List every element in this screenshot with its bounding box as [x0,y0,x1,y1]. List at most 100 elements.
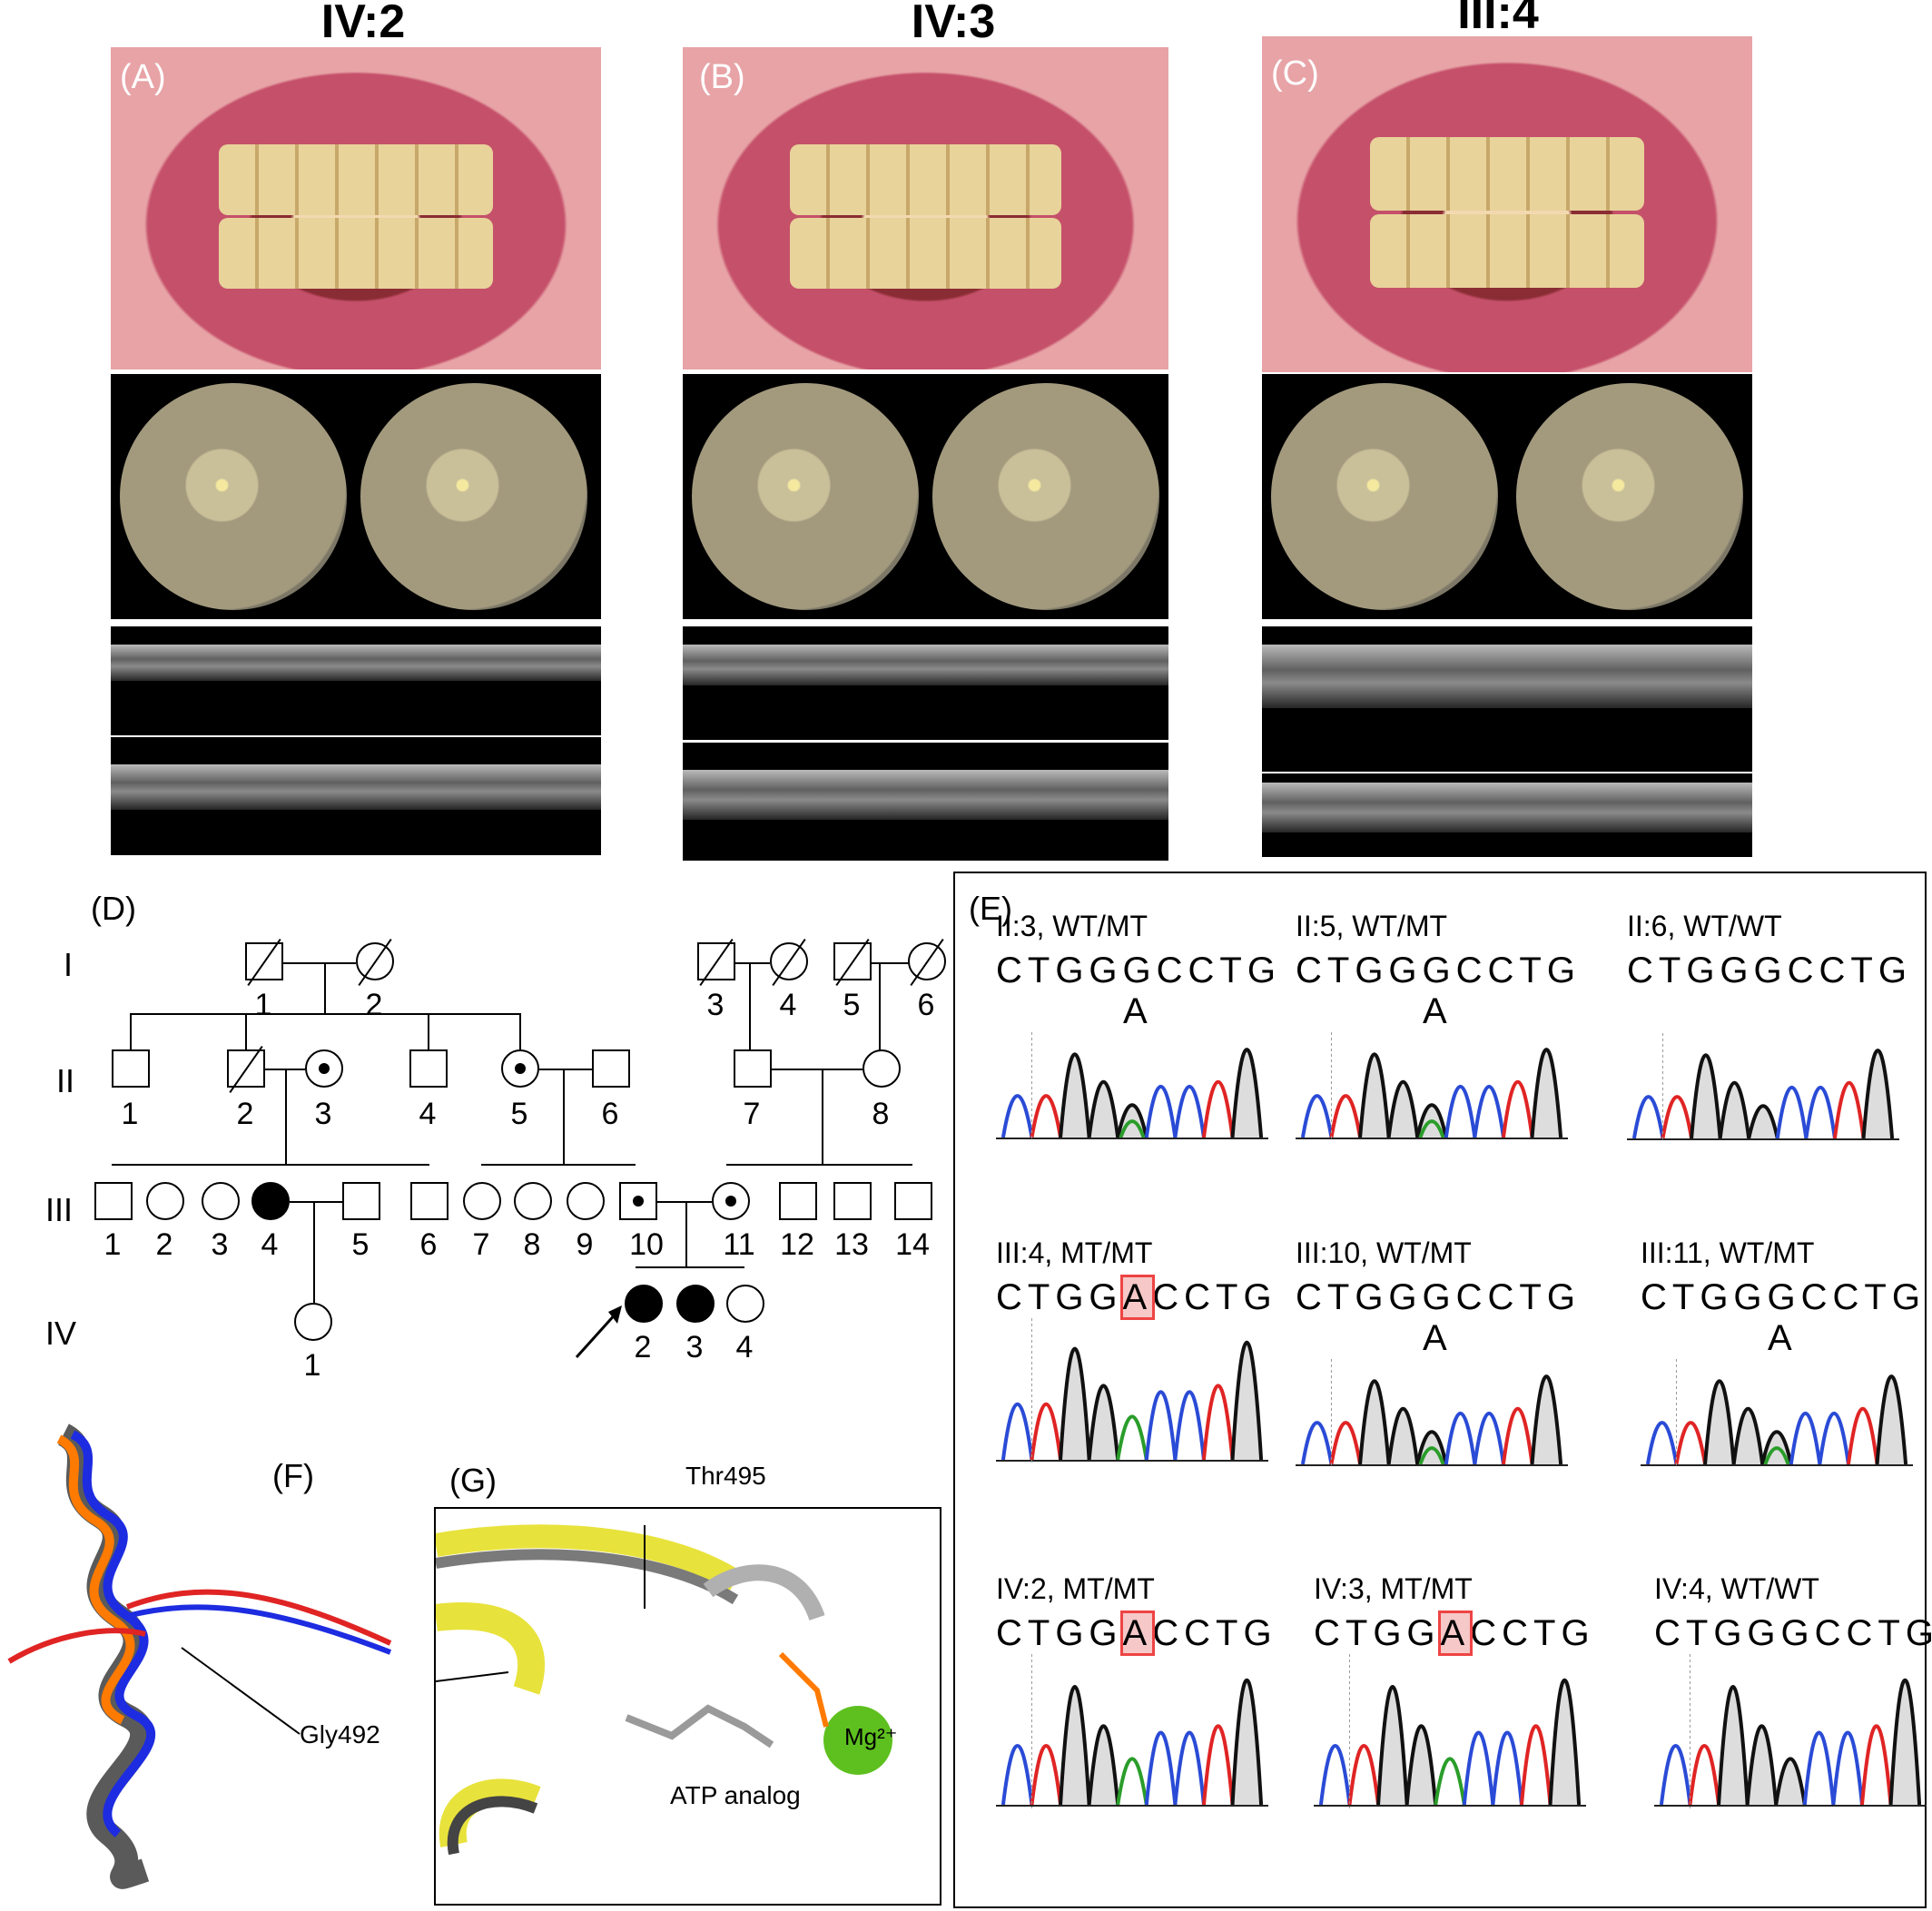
pedigree-iv4 [726,1285,764,1323]
seq-bases-pre: CTGG [1314,1613,1441,1653]
chromatogram-peak [1329,1094,1363,1138]
seq-label: IV:3, MT/MT [1314,1572,1473,1605]
pedigree-num-iii1: 1 [104,1227,122,1262]
seq-alt-base: A [1423,991,1447,1031]
chromatogram-peak [1861,1049,1895,1139]
pedigree-num-iii6: 6 [419,1227,438,1262]
chromatogram-peak [1087,1079,1120,1138]
seq-iii11: III:11, WT/MT CTGGGCCTG A [1641,1236,1926,1473]
pedigree-num-i4: 4 [779,988,797,1022]
generation-label-ii: II [56,1062,75,1099]
pedigree-num-iii9: 9 [576,1227,594,1262]
chromatogram-peak [1718,1080,1751,1139]
seq-bases-pre: CTGG [996,1613,1123,1653]
chromatogram-peak [1818,1412,1850,1465]
pedigree-num-iii2: 2 [155,1227,173,1262]
pedigree-num-ii5: 5 [510,1097,528,1131]
chromatogram-peak [1116,1757,1148,1806]
chromatogram [1296,1032,1568,1141]
panel-letter-d: (D) [91,890,136,927]
chromatogram-peak [1444,1085,1477,1138]
seq-label: IV:4, WT/WT [1654,1572,1819,1605]
chromatogram-peak [1717,1685,1750,1806]
chromatogram-peak [1775,1086,1809,1139]
oct-scan-iv2-b [111,737,601,855]
generation-label-iv: IV [45,1315,77,1352]
pedigree-i6 [908,942,946,980]
fundus-right-iv2 [360,383,587,610]
pedigree-num-iii7: 7 [472,1227,490,1262]
chromatogram-peak [1201,1384,1235,1461]
active-site-view [436,1524,892,1856]
chromatogram-peak [1645,1421,1679,1465]
chromatogram-peak [1501,1406,1534,1465]
oct-scan-iv3-a [683,626,1168,740]
pedigree-iii11 [712,1182,750,1220]
panel-letter-g: (G) [449,1462,497,1499]
oct-scan-iv2-a [111,626,601,735]
seq-mutant-base: A [1119,1275,1156,1320]
atp-analog-label: ATP analog [670,1781,801,1809]
pedigree-ii2 [227,1049,265,1088]
seq-iv3: IV:3, MT/MT CTGGACCTG [1314,1572,1590,1813]
chromatogram-peak [1000,1402,1034,1461]
chromatogram [1627,1033,1899,1142]
seq-label: III:4, MT/MT [996,1236,1153,1269]
pedigree-iii7 [463,1182,501,1220]
fundus-right-iii4 [1516,383,1743,610]
panel-letter-b: (B) [699,58,745,96]
seq-ii5: II:5, WT/MT CTGGGCCTG A [1296,910,1575,1146]
pedigree-iii10 [619,1182,657,1220]
chromatogram-peak [1731,1406,1765,1465]
pedigree-num-iii3: 3 [211,1227,229,1262]
pedigree-num-iii4: 4 [261,1227,279,1262]
chromatogram-peak [1300,1094,1334,1138]
seq-iv2: IV:2, MT/MT CTGGACCTG [996,1572,1272,1813]
pedigree-iii2 [146,1182,184,1220]
fundus-left-iv2 [120,383,347,610]
pedigree-ii3 [305,1049,343,1088]
pedigree-iii5 [342,1182,380,1220]
pedigree-i3 [697,942,735,980]
chromatogram-peak [1462,1730,1495,1806]
gly492-label: Gly492 [300,1720,380,1748]
fundus-left-iii4 [1271,383,1498,610]
seq-label: II:5, WT/MT [1296,910,1448,942]
chromatogram-peak [1030,1743,1063,1806]
pedigree-num-iv2: 2 [634,1330,652,1364]
seq-bases: CTGGGCCTG [1641,1277,1926,1317]
pedigree-num-i3: 3 [706,988,724,1022]
pedigree-num-ii2: 2 [236,1097,254,1131]
seq-iii4: III:4, MT/MT CTGGACCTG [996,1236,1272,1468]
pedigree-iv2-proband [625,1285,663,1323]
seq-bases-post: CCTG [1152,1277,1277,1317]
seq-mutant-base: A [1119,1611,1156,1656]
chromatogram-peak [1444,1412,1477,1465]
chromatogram-peak [1763,1446,1790,1465]
chromatogram-peak [1530,1048,1563,1138]
chromatogram-peak [1144,1730,1178,1806]
chromatogram-peak [1688,1743,1721,1806]
column-title-iv3: IV:3 [911,0,996,48]
pedigree-num-i1: 1 [254,988,272,1022]
chromatogram-peak [1501,1079,1534,1138]
seq-bases: CTGGGCCTG [1654,1613,1932,1653]
pedigree-num-iv1: 1 [303,1348,321,1383]
chromatogram-peak [1087,1384,1120,1461]
panel-letter-f: (F) [272,1457,314,1494]
panel-letter-c: (C) [1271,54,1319,93]
panel-letter-e: (E) [969,890,1012,927]
oct-scan-iv3-b [683,743,1168,861]
pedigree-iii13 [833,1182,872,1220]
chromatogram [996,1032,1268,1141]
dental-photo-iii4 [1262,36,1752,372]
pedigree-i1 [245,942,283,980]
seq-ii3: II:3, WT/MT CTGGGCCTG A [996,910,1276,1146]
chromatogram-peak [1418,1446,1445,1465]
chromatogram-peak [1059,1685,1091,1806]
fundus-left-iv3 [692,383,919,610]
seq-label: II:3, WT/MT [996,910,1148,942]
chromatogram-peak [1347,1743,1381,1806]
chromatogram-peak [1119,1119,1146,1138]
pedigree-num-iii14: 14 [895,1227,930,1262]
